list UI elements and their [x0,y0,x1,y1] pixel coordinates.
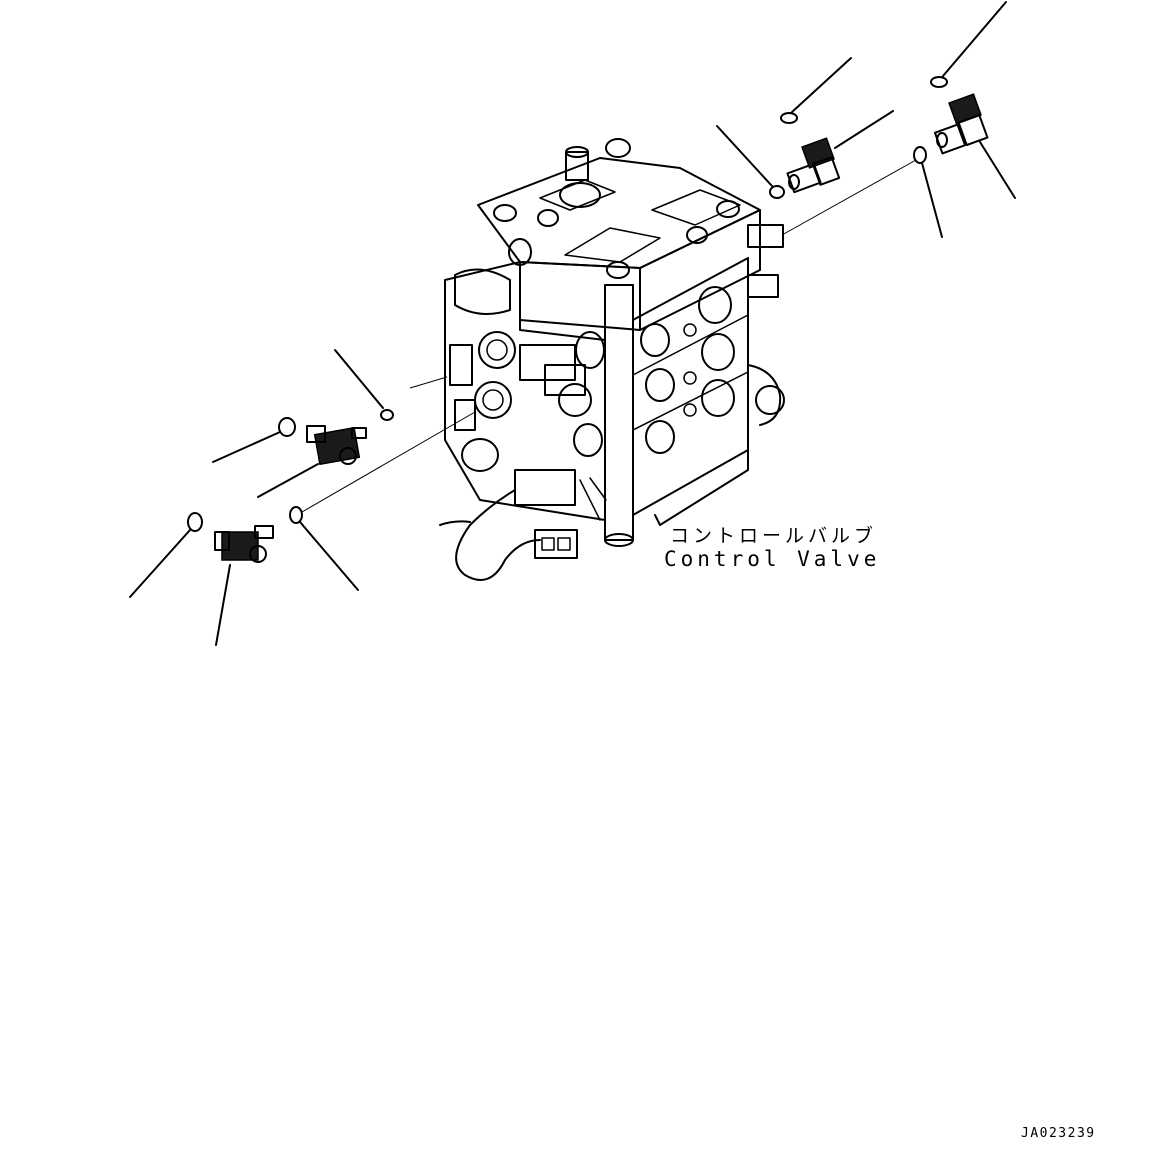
elbow-fitting-icon [786,137,841,194]
assembly-axis-line [409,376,448,389]
elbow-fitting-icon [306,425,367,466]
component-label-japanese: コントロールバルブ [670,525,878,547]
leader-line [921,162,943,238]
elbow-fitting-icon [933,93,989,155]
leader-line [334,349,384,409]
o-ring-icon [769,185,785,199]
control-valve-icon [444,138,785,547]
o-ring-icon [187,512,203,532]
leader-line [257,463,319,498]
leader-line [299,521,359,591]
component-label-english: Control Valve [664,547,881,571]
o-ring-icon [380,409,394,421]
assembly-axis-line [781,159,917,236]
electrical-connector-icon [439,489,578,581]
leader-line [834,110,894,149]
drawing-code: JA023239 [1021,1126,1096,1141]
o-ring-icon [930,76,948,88]
o-ring-icon [780,112,798,124]
assembly-axis-line [301,411,476,513]
leader-line [942,1,1007,77]
leader-line [212,431,281,463]
leader-line [979,141,1016,199]
leader-line [129,529,191,598]
leader-line [791,57,852,113]
o-ring-icon [913,146,927,164]
leader-line [215,564,231,646]
o-ring-icon [289,506,303,524]
leader-line [716,125,773,187]
o-ring-icon [278,417,296,437]
elbow-fitting-icon [214,525,274,563]
